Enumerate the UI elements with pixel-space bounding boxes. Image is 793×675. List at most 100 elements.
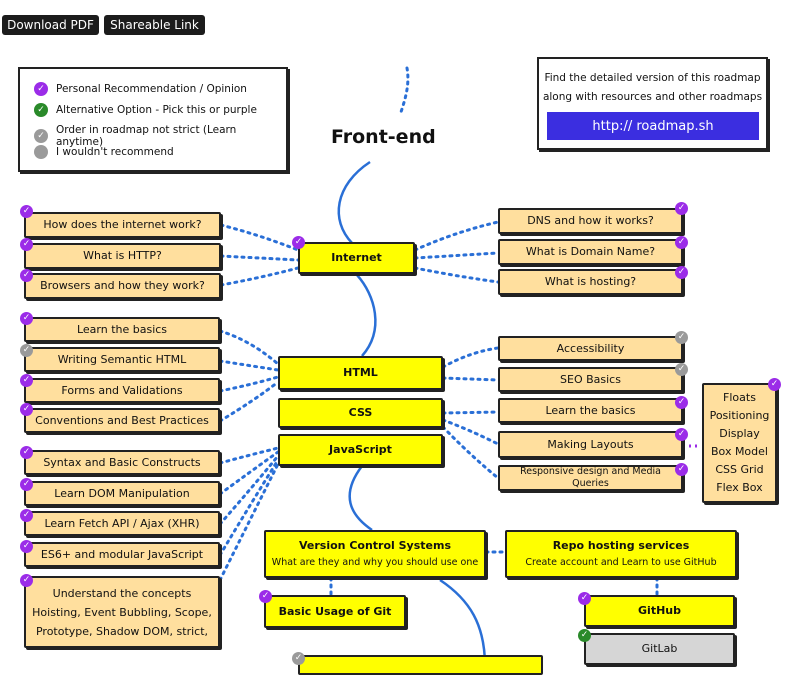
- topic-label: Accessibility: [556, 341, 625, 355]
- node-gitlab[interactable]: GitLab: [584, 633, 735, 665]
- check-icon: ✓: [578, 592, 591, 605]
- git-basic-label: Basic Usage of Git: [278, 604, 392, 618]
- topic-layouts[interactable]: Making Layouts: [498, 431, 683, 458]
- repo-title: Repo hosting services: [552, 539, 690, 552]
- legend-personal: ✓ Personal Recommendation / Opinion: [34, 82, 247, 96]
- topic-js-syntax[interactable]: Syntax and Basic Constructs: [24, 450, 220, 475]
- legend-alternative-label: Alternative Option - Pick this or purple: [56, 104, 257, 116]
- legend-order: ✓ Order in roadmap not strict (Learn any…: [34, 124, 286, 148]
- node-javascript[interactable]: JavaScript: [278, 434, 443, 466]
- legend-order-label: Order in roadmap not strict (Learn anyti…: [55, 124, 237, 148]
- topic-concepts[interactable]: Understand the concepts Hoisting, Event …: [24, 576, 220, 648]
- check-icon: ✓: [20, 478, 33, 491]
- vcs-subtitle: What are they and why you should use one: [271, 557, 479, 568]
- topic-label: Learn the basics: [76, 322, 168, 336]
- check-icon: ✓: [20, 269, 33, 282]
- node-repo-hosting[interactable]: Repo hosting services Create account and…: [505, 530, 737, 578]
- layout-item: Display: [719, 427, 760, 440]
- check-icon: ✓: [675, 396, 688, 409]
- topic-css-basics[interactable]: Learn the basics: [498, 398, 683, 423]
- gitlab-label: GitLab: [641, 642, 678, 656]
- check-icon: ✓: [20, 344, 33, 357]
- topic-label: SEO Basics: [560, 372, 621, 386]
- check-icon: ✓: [20, 312, 33, 325]
- topic-label: Learn DOM Manipulation: [54, 486, 190, 500]
- topic-label: What is hosting?: [544, 275, 637, 289]
- shareable-link-button[interactable]: Shareable Link: [104, 15, 205, 35]
- topic-fetch[interactable]: Learn Fetch API / Ajax (XHR): [24, 511, 220, 536]
- topic-html-basics[interactable]: Learn the basics: [24, 317, 220, 342]
- topic-accessibility[interactable]: Accessibility: [498, 336, 683, 361]
- topic-http[interactable]: What is HTTP?: [24, 243, 221, 269]
- layouts-list[interactable]: Floats Positioning Display Box Model CSS…: [702, 383, 777, 503]
- node-css[interactable]: CSS: [278, 398, 443, 428]
- legend-alternative: ✓ Alternative Option - Pick this or purp…: [34, 103, 257, 117]
- topic-label: Syntax and Basic Constructs: [43, 455, 201, 469]
- info-panel: Find the detailed version of this roadma…: [537, 57, 768, 150]
- node-git-basic[interactable]: Basic Usage of Git: [264, 595, 406, 628]
- download-pdf-button[interactable]: Download PDF: [2, 15, 99, 35]
- check-icon: ✓: [675, 331, 688, 344]
- check-icon: ✓: [292, 236, 305, 249]
- github-label: GitHub: [638, 604, 681, 618]
- topic-semantic-html[interactable]: Writing Semantic HTML: [24, 347, 220, 372]
- legend-personal-label: Personal Recommendation / Opinion: [56, 83, 247, 95]
- topic-hosting[interactable]: What is hosting?: [498, 269, 683, 295]
- repo-subtitle: Create account and Learn to use GitHub: [525, 557, 717, 568]
- layout-item: Flex Box: [716, 481, 763, 494]
- layout-item: Positioning: [709, 409, 770, 422]
- check-icon: ✓: [34, 82, 48, 96]
- topic-label: ES6+ and modular JavaScript: [40, 547, 204, 561]
- topic-label: Browsers and how they work?: [40, 279, 205, 293]
- check-icon: ✓: [675, 428, 688, 441]
- check-icon: ✓: [20, 205, 33, 218]
- topic-es6[interactable]: ES6+ and modular JavaScript: [24, 542, 220, 567]
- layout-item: CSS Grid: [715, 463, 764, 476]
- check-icon: ✓: [675, 236, 688, 249]
- node-css-label: CSS: [348, 406, 373, 420]
- topic-dom[interactable]: Learn DOM Manipulation: [24, 481, 220, 506]
- check-icon: ✓: [675, 266, 688, 279]
- topic-seo[interactable]: SEO Basics: [498, 367, 683, 392]
- check-icon: ✓: [34, 129, 48, 143]
- topic-domain-name[interactable]: What is Domain Name?: [498, 239, 683, 265]
- topic-label: Learn Fetch API / Ajax (XHR): [44, 516, 200, 530]
- check-icon: ✓: [675, 363, 688, 376]
- layout-item: Box Model: [711, 445, 768, 458]
- topic-browsers[interactable]: Browsers and how they work?: [24, 273, 221, 299]
- roadmap-link[interactable]: http:// roadmap.sh: [547, 112, 759, 140]
- check-icon: ✓: [578, 629, 591, 642]
- topic-label: Responsive design and Media Queries: [520, 466, 661, 489]
- info-line-2: along with resources and other roadmaps: [542, 91, 763, 103]
- topic-responsive[interactable]: Responsive design and Media Queries: [498, 465, 683, 491]
- node-html[interactable]: HTML: [278, 356, 443, 390]
- topic-internet-work[interactable]: How does the internet work?: [24, 212, 221, 238]
- layout-item: Floats: [723, 391, 756, 404]
- topic-label: Writing Semantic HTML: [57, 352, 187, 366]
- topic-label: Conventions and Best Practices: [35, 413, 209, 427]
- node-github[interactable]: GitHub: [584, 595, 735, 627]
- topic-dns[interactable]: DNS and how it works?: [498, 208, 683, 234]
- check-icon: ✓: [20, 374, 33, 387]
- check-icon: ✓: [675, 463, 688, 476]
- topic-conventions[interactable]: Conventions and Best Practices: [24, 408, 220, 433]
- node-internet-label: Internet: [331, 251, 382, 265]
- concepts-line-2: Prototype, Shadow DOM, strict,: [35, 624, 209, 638]
- check-icon: ✓: [20, 574, 33, 587]
- check-icon: ✓: [20, 540, 33, 553]
- check-icon: ✓: [768, 378, 781, 391]
- topic-label: Making Layouts: [547, 437, 634, 451]
- topic-forms[interactable]: Forms and Validations: [24, 378, 220, 403]
- legend-not-recommend-label: I wouldn't recommend: [56, 146, 174, 158]
- vcs-title: Version Control Systems: [298, 539, 451, 552]
- node-vcs[interactable]: Version Control Systems What are they an…: [264, 530, 486, 578]
- node-next-partial[interactable]: [298, 655, 543, 675]
- node-javascript-label: JavaScript: [329, 443, 392, 457]
- check-icon: ✓: [20, 403, 33, 416]
- node-internet[interactable]: Internet: [298, 242, 415, 274]
- concepts-line-1: Hoisting, Event Bubbling, Scope,: [32, 605, 212, 619]
- check-icon: ✓: [34, 103, 48, 117]
- topic-label: Forms and Validations: [61, 383, 183, 397]
- check-icon: ✓: [20, 509, 33, 522]
